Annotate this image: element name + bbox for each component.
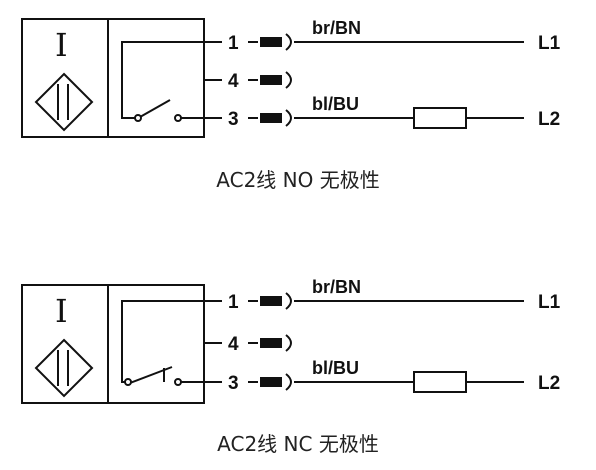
diagram-no <box>21 18 524 138</box>
sensor-housing <box>21 18 205 138</box>
pin4-socket <box>285 71 292 89</box>
pin3-socket <box>285 373 292 391</box>
line-bottom-label: L2 <box>538 109 560 130</box>
sensor-diamond-icon <box>34 338 94 398</box>
line-bottom-label: L2 <box>538 373 560 394</box>
pin1-label: 1 <box>228 292 239 313</box>
pin3-socket <box>285 109 292 127</box>
switch-node-b <box>174 378 182 386</box>
pin3-label: 3 <box>228 373 239 394</box>
pin3-plug <box>260 377 282 387</box>
sensor-symbol: I <box>55 26 68 64</box>
caption: AC2线 NC 无极性 <box>217 432 379 456</box>
line-top-label: L1 <box>538 33 561 54</box>
pin3-plug <box>260 113 282 123</box>
sensor-diamond-icon <box>34 72 94 132</box>
wire-bottom-label: bl/BU <box>312 358 359 378</box>
wire-bottom-label: bl/BU <box>312 94 359 114</box>
switch-contact-nc <box>129 366 173 384</box>
caption: AC2线 NO 无极性 <box>216 168 379 192</box>
pin3-label: 3 <box>228 109 239 130</box>
pin4-plug <box>260 338 282 348</box>
pin1-plug <box>260 296 282 306</box>
diagram-nc <box>21 284 524 404</box>
wire-top-label: br/BN <box>312 18 361 38</box>
load-resistor <box>413 107 467 129</box>
switch-node-a <box>124 378 132 386</box>
sensor-symbol: I <box>55 292 68 330</box>
switch-node-b <box>174 114 182 122</box>
load-resistor <box>413 371 467 393</box>
pin1-socket <box>285 33 292 51</box>
switch-wire <box>121 41 204 119</box>
switch-contact-no <box>139 99 171 118</box>
switch-node-a <box>134 114 142 122</box>
pin1-socket <box>285 292 292 310</box>
pin4-label: 4 <box>228 71 239 92</box>
wire-top-label: br/BN <box>312 277 361 297</box>
line-top-label: L1 <box>538 292 561 313</box>
pin4-plug <box>260 75 282 85</box>
pin1-plug <box>260 37 282 47</box>
pin4-socket <box>285 334 292 352</box>
pin1-label: 1 <box>228 33 239 54</box>
pin4-label: 4 <box>228 334 239 355</box>
